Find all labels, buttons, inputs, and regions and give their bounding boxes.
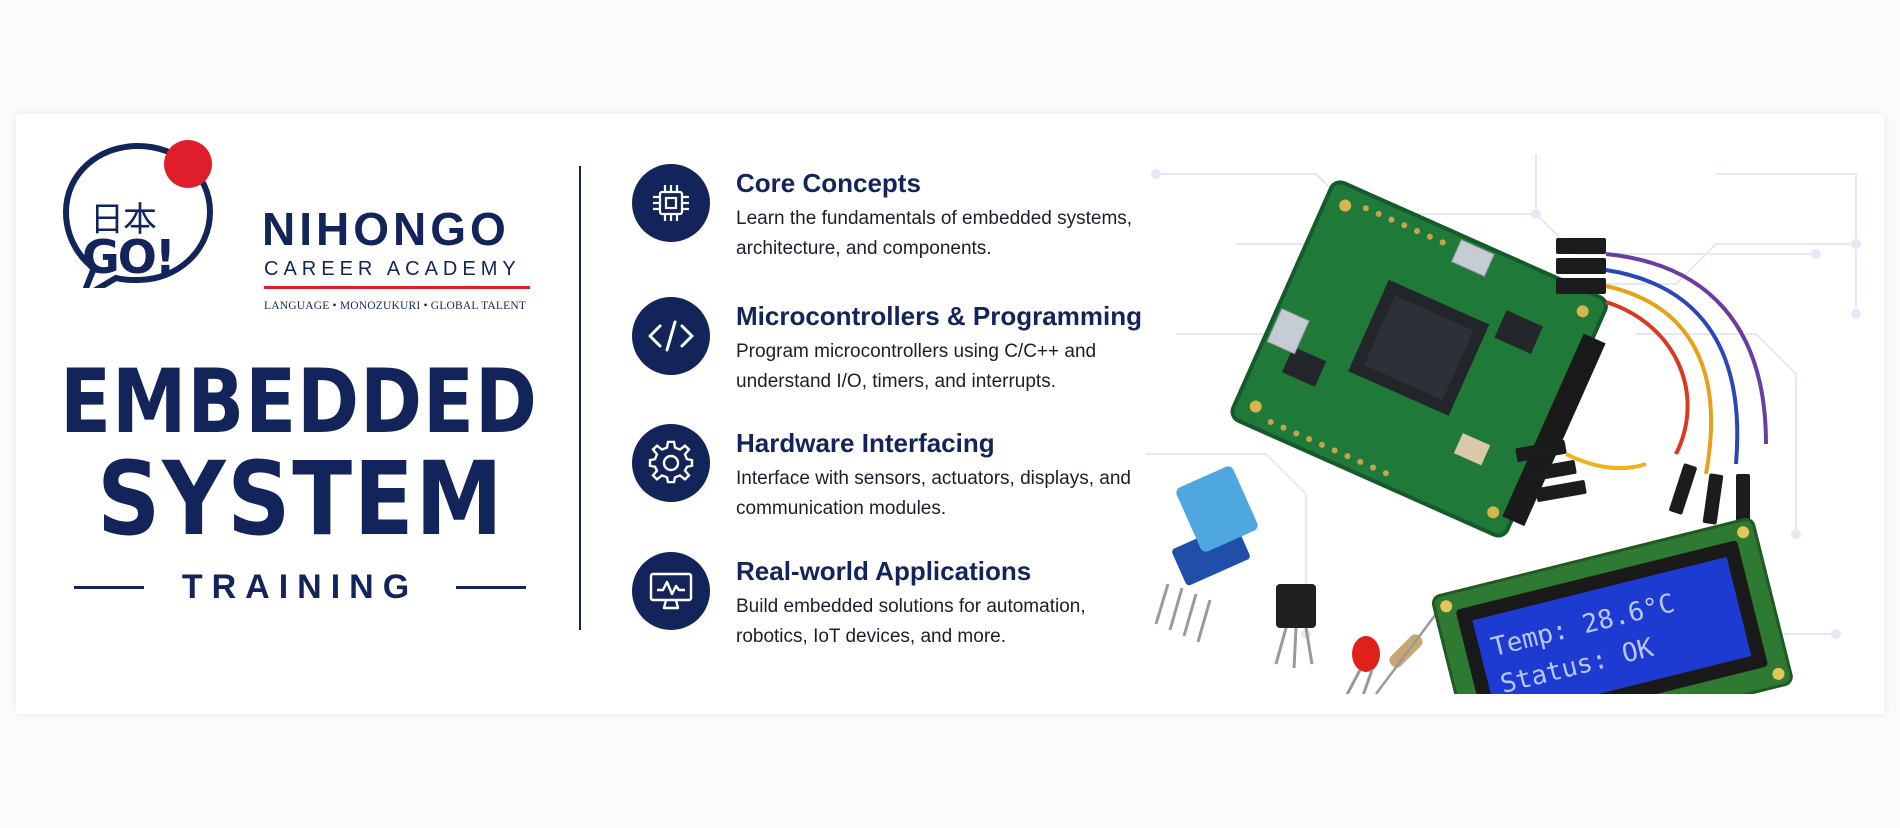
feature-description: Learn the fundamentals of embedded syste… bbox=[736, 208, 1133, 259]
brand-subtitle: CAREER ACADEMY bbox=[264, 258, 521, 280]
jumper-wires bbox=[1565, 252, 1768, 475]
code-icon bbox=[632, 297, 710, 375]
feature-title: Hardware Interfacing bbox=[736, 428, 995, 458]
chip-icon bbox=[632, 164, 710, 242]
training-right-line bbox=[456, 586, 526, 589]
monitor-icon bbox=[632, 552, 710, 630]
feature-title: Core Concepts bbox=[736, 168, 921, 198]
banner: 日本 GO! NIHONGO CAREER ACADEMY LANGUAGE •… bbox=[16, 114, 1884, 714]
logo-speech-bubble bbox=[62, 140, 214, 288]
feature-core-concepts: Core Concepts Learn the fundamentals of … bbox=[632, 164, 1132, 274]
training-row: TRAINING bbox=[74, 566, 526, 606]
title-embedded: EMBEDDED bbox=[60, 350, 538, 453]
hardware-illustration: Temp: 28.6°C Status: OK bbox=[1154, 180, 1793, 694]
small-components bbox=[1274, 584, 1437, 694]
logo: 日本 GO! NIHONGO CAREER ACADEMY LANGUAGE •… bbox=[60, 138, 530, 312]
brand-rule bbox=[264, 286, 530, 289]
gear-icon bbox=[632, 424, 710, 502]
feature-real-world-applications: Real-world Applications Build embedded s… bbox=[632, 552, 1112, 662]
feature-hardware-interfacing: Hardware Interfacing Interface with sens… bbox=[632, 424, 1131, 534]
feature-title: Real-world Applications bbox=[736, 556, 1032, 586]
feature-description: Interface with sensors, actuators, displ… bbox=[736, 468, 1131, 519]
feature-description: Build embedded solutions for automation,… bbox=[736, 596, 1086, 647]
logo-go-text: GO! bbox=[82, 230, 176, 284]
title-system: SYSTEM bbox=[97, 440, 505, 559]
title-training: TRAINING bbox=[181, 568, 419, 606]
vertical-divider bbox=[579, 166, 581, 630]
feature-microcontrollers: Microcontrollers & Programming Program m… bbox=[632, 297, 1142, 407]
wire-connectors bbox=[1515, 238, 1750, 525]
feature-title: Microcontrollers & Programming bbox=[736, 301, 1142, 331]
training-left-line bbox=[74, 586, 144, 589]
lcd-module: Temp: 28.6°C Status: OK bbox=[1431, 517, 1793, 694]
brand-tagline: LANGUAGE • MONOZUKURI • GLOBAL TALENT bbox=[264, 300, 527, 312]
brand-name: NIHONGO bbox=[262, 203, 510, 255]
feature-description: Program microcontrollers using C/C++ and… bbox=[736, 341, 1097, 392]
logo-japanese-text: 日本 bbox=[90, 200, 157, 240]
dht-sensor bbox=[1154, 466, 1258, 643]
